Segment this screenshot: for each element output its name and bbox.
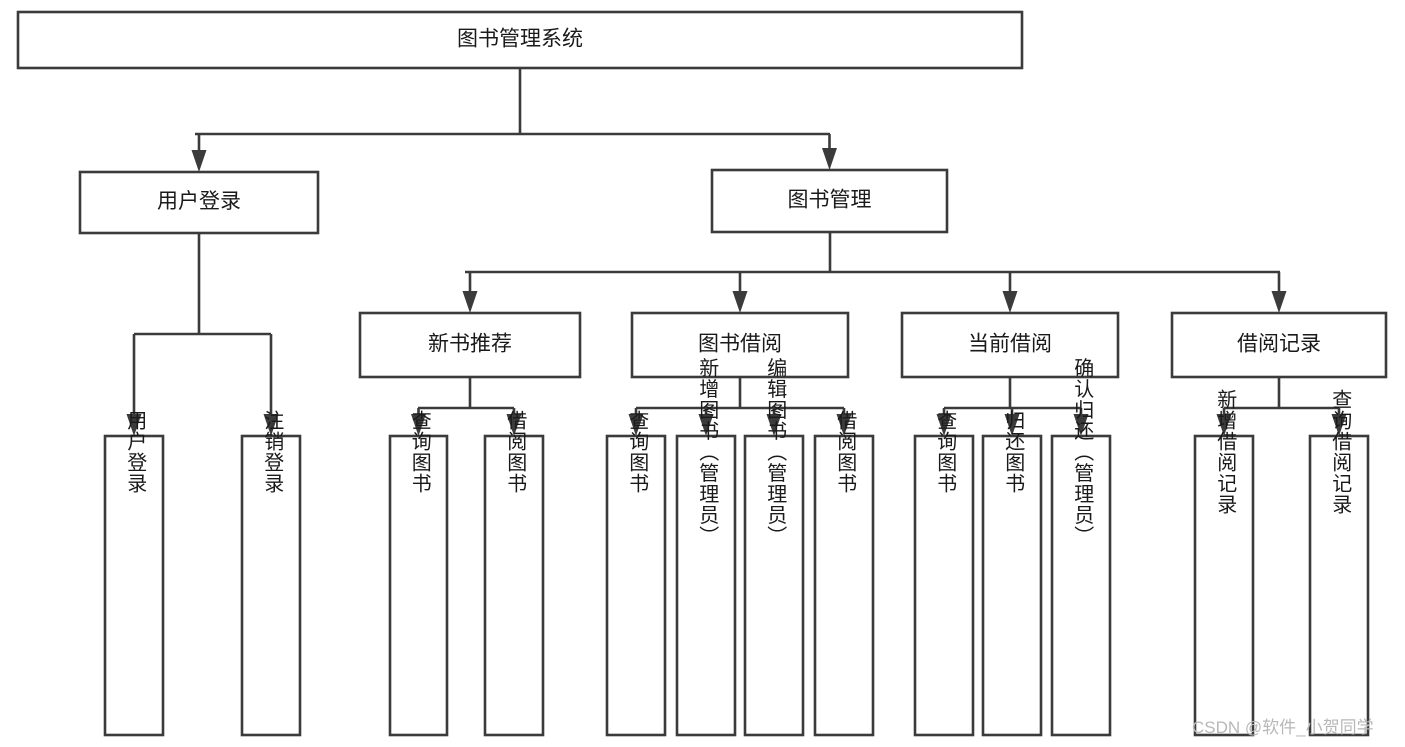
node-borrow-record-box[interactable] [1170,311,1388,379]
node-leaf-edit-book-box[interactable] [743,434,805,737]
node-current-borrow[interactable]: 当前借阅 [900,311,1120,379]
node-leaf-confirm-return-label: 确认归还（管理员） [1071,357,1094,546]
node-current-borrow-box[interactable] [900,311,1120,379]
node-new-book-recommend-label: 新书推荐 [428,333,512,356]
node-leaf-query-book-2-label: 查询图书 [626,410,649,494]
node-user-login-label: 用户登录 [157,190,241,213]
node-leaf-query-book-1[interactable]: 查询图书 [388,410,449,737]
bus-book-manage-to-new-book-recommend-head [462,291,478,313]
node-new-book-recommend-box[interactable] [358,311,582,379]
bus-book-borrow-to-leaf-edit-book-head [766,414,782,436]
node-leaf-confirm-return[interactable]: 确认归还（管理员） [1050,357,1112,737]
node-leaf-user-login[interactable]: 用户登录 [103,410,165,737]
node-leaf-borrow-book-1-box[interactable] [483,434,545,737]
node-leaf-add-borrow-record-label: 新增借阅记录 [1214,389,1237,515]
node-root-label: 图书管理系统 [457,28,583,51]
node-current-borrow-label: 当前借阅 [968,333,1052,356]
bus-book-manage-to-current-borrow-head [1002,291,1018,313]
bus-current-borrow-to-leaf-return-book-head [1004,414,1020,436]
node-leaf-borrow-book-2-label: 借阅图书 [834,410,857,494]
node-leaf-edit-book-label: 编辑图书（管理员） [764,357,787,546]
node-leaf-add-borrow-record-box[interactable] [1193,434,1255,737]
node-root-box[interactable] [16,10,1024,70]
node-leaf-add-book-label: 新增图书（管理员） [696,357,719,546]
node-leaf-query-book-3-box[interactable] [913,434,975,737]
node-leaf-logout-login-label: 注销登录 [261,410,284,494]
bus-new-book-to-leaf-query-book-1-head [411,414,426,436]
node-leaf-borrow-book-1[interactable]: 借阅图书 [483,410,545,737]
node-leaf-return-book-box[interactable] [981,434,1043,737]
bus-book-borrow-to-leaf-query-book-2-head [628,414,644,436]
bus-root-to-book-manage-head [822,148,837,170]
node-leaf-query-borrow-record[interactable]: 查询借阅记录 [1308,389,1370,737]
node-leaf-query-book-3-label: 查询图书 [934,410,957,494]
nodes-layer: 图书管理系统用户登录图书管理新书推荐图书借阅当前借阅借阅记录用户登录注销登录查询… [16,10,1388,737]
node-borrow-record[interactable]: 借阅记录 [1170,311,1388,379]
node-borrow-record-label: 借阅记录 [1237,333,1321,356]
node-leaf-return-book[interactable]: 归还图书 [981,410,1043,737]
node-leaf-logout-login-box[interactable] [240,434,302,737]
node-leaf-return-book-label: 归还图书 [1002,410,1025,494]
node-leaf-borrow-book-2-box[interactable] [813,434,875,737]
node-book-manage-box[interactable] [710,168,949,234]
node-leaf-query-borrow-record-label: 查询借阅记录 [1329,389,1352,515]
node-leaf-query-book-1-box[interactable] [388,434,449,737]
bus-borrow-record-to-leaf-query-borrow-record-head [1331,414,1347,436]
node-leaf-add-borrow-record[interactable]: 新增借阅记录 [1193,389,1255,737]
node-leaf-logout-login[interactable]: 注销登录 [240,410,302,737]
node-leaf-confirm-return-box[interactable] [1050,434,1112,737]
bus-book-manage-to-borrow-record-head [1271,291,1287,313]
bus-new-book-to-leaf-borrow-book-1-head [506,414,522,436]
csdn-watermark: CSDN @软件_小贺同学 [1192,718,1374,737]
bus-book-manage-to-book-borrow-head [732,291,748,313]
bus-user-login-to-leaf-logout-login-head [263,414,279,436]
node-leaf-add-book-box[interactable] [675,434,737,737]
node-leaf-borrow-book-1-label: 借阅图书 [504,410,527,494]
node-user-login-box[interactable] [78,170,320,235]
bus-book-borrow-to-leaf-borrow-book-2-head [836,414,852,436]
bus-current-borrow-to-leaf-query-book-3-head [936,414,952,436]
node-root[interactable]: 图书管理系统 [16,10,1024,70]
node-leaf-query-book-2[interactable]: 查询图书 [605,410,667,737]
node-user-login[interactable]: 用户登录 [78,170,320,235]
node-book-manage[interactable]: 图书管理 [710,168,949,234]
connectors-layer [126,68,1347,436]
node-leaf-query-book-1-label: 查询图书 [408,410,431,494]
node-book-borrow[interactable]: 图书借阅 [630,311,850,379]
node-new-book-recommend[interactable]: 新书推荐 [358,311,582,379]
node-leaf-query-book-3[interactable]: 查询图书 [913,410,975,737]
bus-borrow-record-to-leaf-add-borrow-record-head [1216,414,1232,436]
node-leaf-query-borrow-record-box[interactable] [1308,434,1370,737]
bus-current-borrow-to-leaf-confirm-return-head [1073,414,1089,436]
node-leaf-edit-book[interactable]: 编辑图书（管理员） [743,357,805,737]
node-leaf-user-login-box[interactable] [103,434,165,737]
node-book-borrow-label: 图书借阅 [698,333,782,356]
bus-root-to-user-login-head [191,150,207,172]
bus-book-borrow-to-leaf-add-book-head [698,414,714,436]
node-leaf-borrow-book-2[interactable]: 借阅图书 [813,410,875,737]
node-leaf-user-login-label: 用户登录 [124,410,147,494]
node-book-manage-label: 图书管理 [788,189,872,212]
node-leaf-add-book[interactable]: 新增图书（管理员） [675,357,737,737]
node-leaf-query-book-2-box[interactable] [605,434,667,737]
bus-user-login-to-leaf-user-login-head [126,414,142,436]
node-book-borrow-box[interactable] [630,311,850,379]
